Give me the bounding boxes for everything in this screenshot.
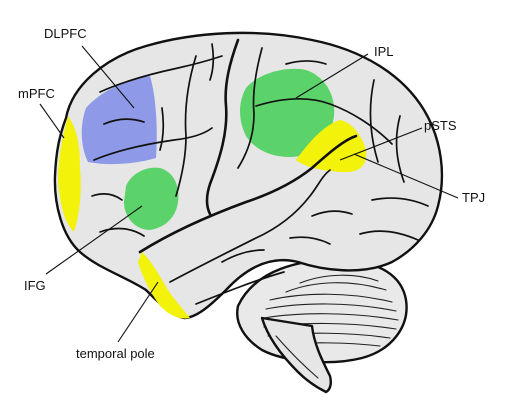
leader-tpj: [353, 153, 459, 199]
brain-stem: [260, 316, 332, 394]
cerebellum: [236, 258, 408, 364]
label-temporal-pole: temporal pole: [76, 346, 155, 361]
label-psts: pSTS: [424, 118, 457, 133]
region-highlights: [58, 68, 367, 319]
label-mpfc: mPFC: [18, 86, 55, 101]
region-ipl: [240, 68, 335, 158]
cerebellum-shape: [236, 258, 408, 364]
sulci: [91, 38, 429, 305]
region-ifg: [124, 167, 179, 230]
label-ifg: IFG: [24, 278, 46, 293]
leader-temporal-pole: [117, 281, 159, 343]
labels: DLPFC mPFC IFG IPL pSTS TPJ temporal pol…: [18, 26, 485, 361]
label-dlpfc: DLPFC: [44, 26, 87, 41]
label-ipl: IPL: [374, 44, 394, 59]
leader-ipl: [295, 53, 369, 99]
leader-dlpfc: [81, 45, 135, 109]
leader-psts: [339, 127, 423, 161]
label-tpj: TPJ: [462, 190, 485, 205]
leader-mpfc: [39, 103, 65, 139]
region-psts-tpj: [296, 120, 367, 172]
leader-lines: [39, 45, 459, 343]
leader-ifg: [45, 205, 143, 275]
region-mpfc: [58, 116, 81, 232]
region-temporal-pole: [138, 252, 190, 319]
